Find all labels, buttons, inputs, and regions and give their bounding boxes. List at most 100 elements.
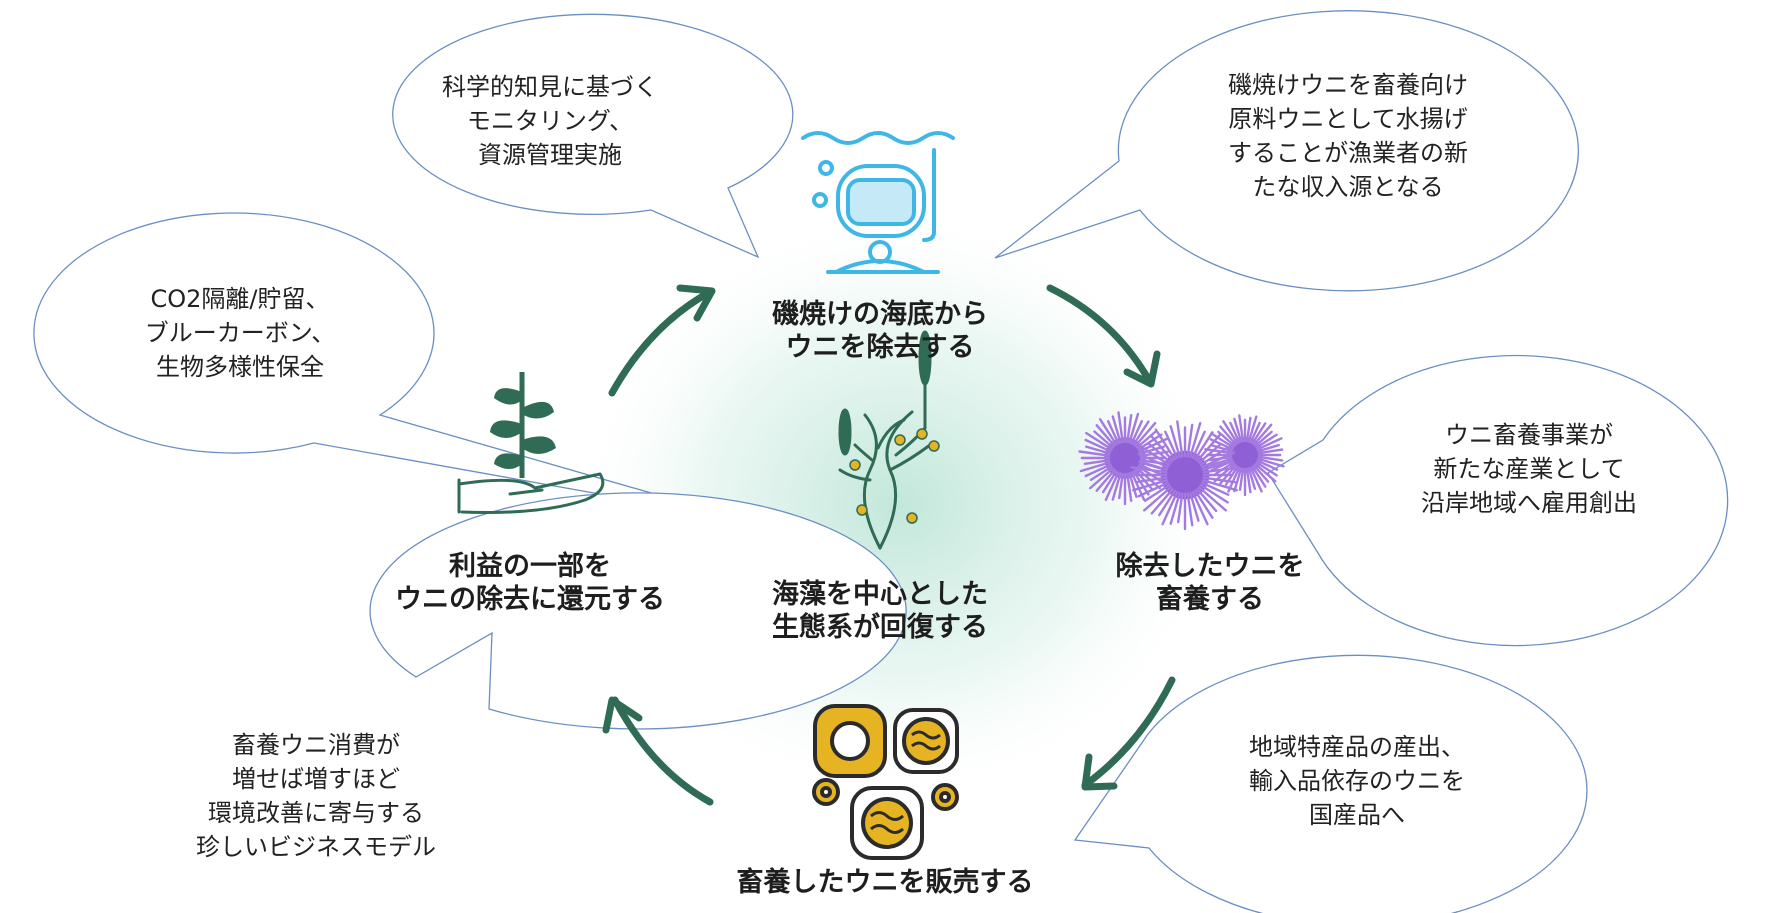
- urchin-spine: [1189, 491, 1200, 522]
- bubble-income-shape: [994, 10, 1579, 292]
- urchin-spine: [1084, 445, 1111, 455]
- bubble-income-text: 磯焼けウニを畜養向け 原料ウニとして水揚げ することが漁業者の新 たな収入源とな…: [1198, 68, 1498, 204]
- urchin-spine: [1117, 472, 1124, 500]
- urchin-spine: [1128, 412, 1140, 444]
- step-ranch-urchins: 除去したウニを 畜養する: [1090, 550, 1330, 616]
- urchin-spine: [1137, 452, 1170, 469]
- urchin-spine: [1198, 486, 1228, 512]
- urchin-spine: [1084, 438, 1112, 453]
- text-line: 磯焼けの海底から: [772, 299, 988, 330]
- urchin-spine: [1150, 435, 1174, 462]
- bubble-business-text: 畜養ウニ消費が 増せば増すほど 環境改善に寄与する 珍しいビジネスモデル: [166, 728, 466, 864]
- urchin-spine: [1111, 472, 1122, 501]
- bubble-carbon-shape: [33, 212, 746, 521]
- text-line: 磯焼けウニを畜養向け: [1228, 71, 1468, 99]
- text-line: 海藻を中心とした: [772, 579, 988, 610]
- text-line: 輸入品依存のウニを: [1249, 767, 1465, 795]
- urchin-spine: [1202, 476, 1237, 484]
- text-line: モニタリング、: [466, 107, 634, 135]
- urchin-spine: [1088, 467, 1115, 490]
- sea-urchin-icon: [1078, 411, 1285, 531]
- bubble-business-shape: [369, 492, 907, 730]
- urchin-spine: [1095, 424, 1116, 447]
- urchin-spine: [1189, 422, 1202, 459]
- text-line: ブルーカーボン、: [144, 319, 336, 347]
- urchin-spine: [1085, 431, 1113, 451]
- urchin-spine: [1136, 476, 1168, 483]
- arrow-right-to-bottom: [1081, 676, 1176, 789]
- urchin-spine: [1098, 418, 1118, 446]
- bubble-local-shape: [1073, 654, 1588, 913]
- urchin-spine: [1233, 417, 1243, 443]
- urchin-spine: [1111, 415, 1122, 444]
- urchin-spine: [1158, 489, 1177, 517]
- urchin-spine: [1176, 420, 1184, 458]
- step-remove-urchins: 磯焼けの海底から ウニを除去する: [740, 298, 1020, 364]
- text-line: ウニ畜養事業が: [1445, 421, 1613, 449]
- urchin-spine: [1186, 423, 1194, 458]
- text-line: 畜養する: [1156, 584, 1264, 615]
- urchin-spine: [1247, 415, 1258, 443]
- urchin-center: [1130, 420, 1239, 531]
- text-line: たな収入源となる: [1252, 173, 1444, 201]
- urchin-spine: [1126, 472, 1133, 502]
- urchin-spine: [1093, 430, 1115, 449]
- urchin-spine: [1257, 448, 1284, 455]
- urchin-spine: [1200, 481, 1230, 496]
- urchin-spine: [1130, 466, 1168, 474]
- urchin-spine: [1176, 492, 1184, 524]
- urchin-spine: [1089, 465, 1113, 482]
- text-line: 利益の一部を: [449, 551, 611, 582]
- urchin-spine: [1201, 460, 1232, 471]
- text-line: することが漁業者の新: [1228, 139, 1468, 167]
- urchin-spine: [1209, 443, 1233, 453]
- urchin-spine: [1252, 464, 1270, 483]
- urchin-spine: [1255, 461, 1278, 477]
- step-reinvest-profit: 利益の一部を ウニの除去に還元する: [375, 550, 685, 616]
- text-line: 地域特産品の産出、: [1249, 733, 1465, 761]
- bubble-industry-shape: [1267, 354, 1729, 647]
- sprout-in-hand-icon: [457, 372, 605, 514]
- cycle-arrows: [602, 284, 1176, 806]
- text-line: 生態系が回復する: [772, 612, 988, 643]
- text-line: 資源管理実施: [478, 141, 622, 169]
- urchin-spine: [1134, 422, 1157, 447]
- bubble-science-shape: [392, 13, 794, 259]
- urchin-spine: [1210, 432, 1235, 449]
- urchin-spine: [1213, 463, 1236, 483]
- urchin-spine: [1135, 467, 1162, 490]
- urchin-spine: [1257, 455, 1284, 462]
- urchin-spine: [1199, 484, 1229, 504]
- arrow-bottom-to-left: [611, 696, 714, 806]
- text-line: 除去したウニを: [1115, 551, 1305, 582]
- arrow-top-to-right: [1046, 284, 1154, 386]
- arrow-left-to-top-head: [676, 284, 716, 322]
- urchin-spine: [1201, 479, 1239, 492]
- urchin-spine: [1083, 459, 1111, 465]
- urchin-spine: [1169, 491, 1181, 525]
- text-line: 畜養ウニ消費が: [232, 731, 400, 759]
- urchin-spine: [1245, 467, 1252, 494]
- urchin-spine: [1130, 420, 1144, 445]
- urchin-spine: [1251, 465, 1267, 488]
- urchin-spine: [1254, 430, 1273, 447]
- urchin-body: [1227, 437, 1263, 473]
- urchin-spine: [1255, 433, 1278, 449]
- urchin-spine: [1117, 411, 1124, 444]
- urchin-spine: [1150, 488, 1174, 515]
- urchin-spine: [1193, 431, 1214, 461]
- urchin-spine: [1238, 467, 1245, 491]
- urchin-spine: [1078, 450, 1111, 457]
- urchin-spine: [1222, 420, 1239, 445]
- bubble-industry-text: ウニ畜養事業が 新たな産業として 沿岸地域へ雇用創出: [1394, 418, 1664, 520]
- urchin-body: [1160, 450, 1210, 500]
- urchin-spine: [1126, 414, 1133, 444]
- text-line: ウニを除去する: [785, 332, 975, 363]
- urchin-spine: [1205, 457, 1233, 468]
- urchin-spine: [1139, 450, 1170, 457]
- step-sell-urchins: 畜養したウニを販売する: [720, 866, 1050, 899]
- urchin-spine: [1252, 423, 1273, 446]
- urchin-spine: [1247, 467, 1257, 490]
- urchin-spine: [1198, 442, 1223, 464]
